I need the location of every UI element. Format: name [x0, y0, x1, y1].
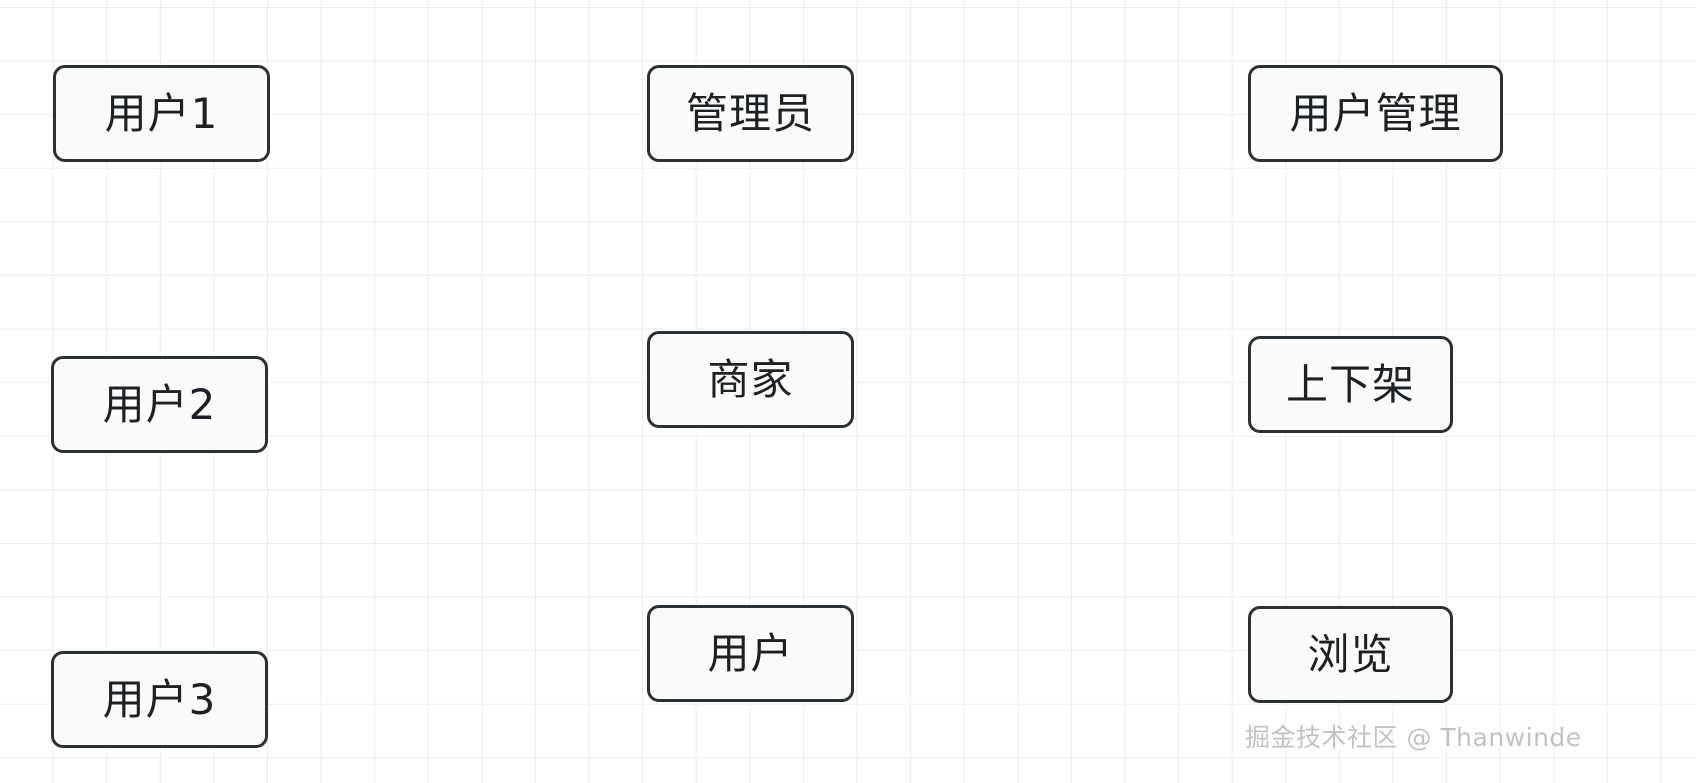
- node-perm-browse[interactable]: 浏览: [1248, 606, 1453, 703]
- node-user-3[interactable]: 用户3: [51, 651, 268, 748]
- node-user-1[interactable]: 用户1: [53, 65, 270, 162]
- node-perm-shelf[interactable]: 上下架: [1248, 336, 1453, 433]
- node-perm-user-management[interactable]: 用户管理: [1248, 65, 1503, 162]
- node-user-2[interactable]: 用户2: [51, 356, 268, 453]
- watermark-text: 掘金技术社区 @ Thanwinde: [1245, 723, 1582, 752]
- node-role-merchant[interactable]: 商家: [647, 331, 854, 428]
- node-role-user[interactable]: 用户: [647, 605, 854, 702]
- node-role-admin[interactable]: 管理员: [647, 65, 854, 162]
